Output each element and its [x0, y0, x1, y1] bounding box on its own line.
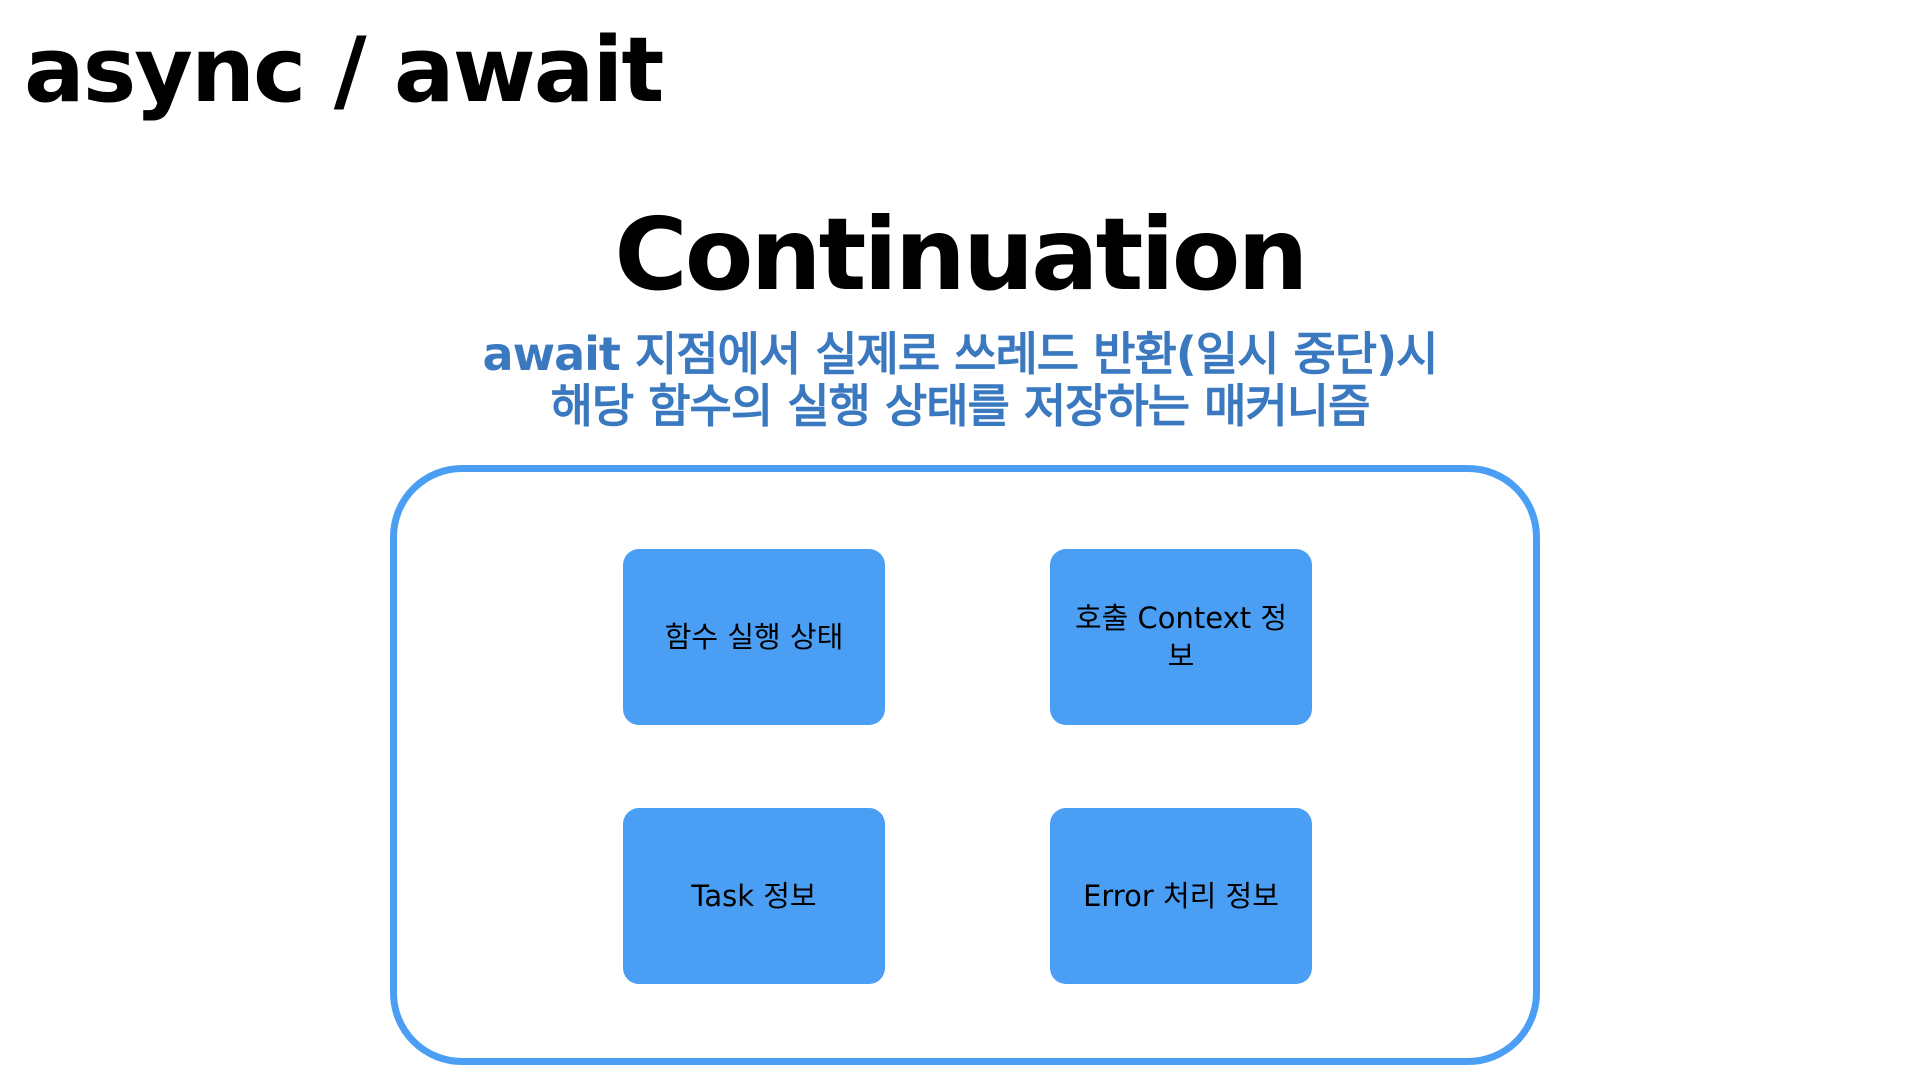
- card-label: 호출 Context 정보: [1074, 601, 1288, 673]
- subtitle-line-2: 해당 함수의 실행 상태를 저장하는 매커니즘: [550, 379, 1371, 433]
- card-task-info: Task 정보: [623, 808, 885, 984]
- card-call-context-info: 호출 Context 정보: [1050, 549, 1312, 725]
- diagram-subtitle: await 지점에서 실제로 쓰레드 반환(일시 중단)시 해당 함수의 실행 …: [0, 328, 1920, 432]
- card-label: Error 처리 정보: [1083, 879, 1279, 913]
- card-label: 함수 실행 상태: [664, 620, 844, 654]
- card-function-execution-state: 함수 실행 상태: [623, 549, 885, 725]
- card-error-handling-info: Error 처리 정보: [1050, 808, 1312, 984]
- diagram-heading: Continuation: [614, 196, 1308, 313]
- continuation-container: [390, 465, 1540, 1065]
- slide-title: async / await: [24, 18, 664, 123]
- subtitle-line-1: await 지점에서 실제로 쓰레드 반환(일시 중단)시: [482, 327, 1439, 381]
- card-label: Task 정보: [691, 879, 817, 913]
